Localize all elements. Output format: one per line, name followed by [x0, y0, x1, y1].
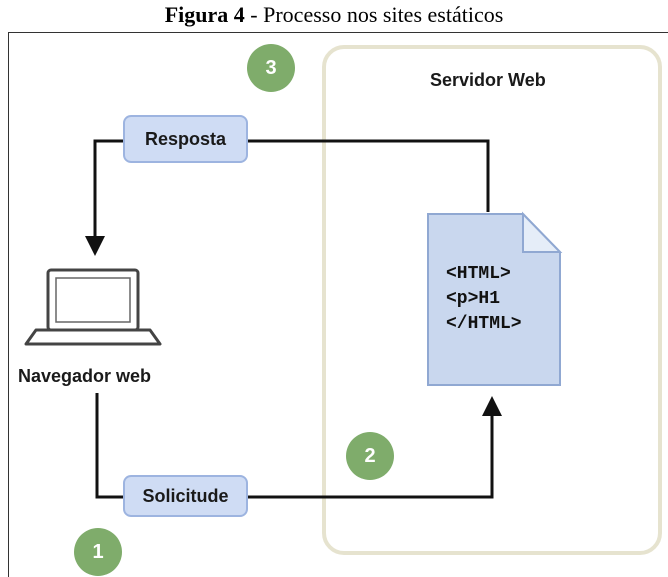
figure-caption: Figura 4 - Processo nos sites estáticos [0, 2, 668, 28]
response-arrowhead [85, 236, 105, 256]
document-line: <HTML> [446, 264, 511, 284]
request-arrow-line [248, 412, 494, 499]
document-content: <HTML> <p>H1 </HTML> [446, 262, 522, 337]
diagram-frame [8, 32, 668, 577]
laptop-icon [24, 268, 162, 346]
step-3-badge: 3 [247, 44, 295, 92]
figure-label: Figura 4 [164, 2, 245, 27]
request-connector [95, 393, 123, 499]
document-line: <p>H1 [446, 289, 501, 309]
step-1-badge: 1 [74, 528, 122, 576]
resposta-label: Resposta [123, 115, 248, 163]
web-server-title: Servidor Web [430, 70, 546, 90]
solicitude-label: Solicitude [123, 475, 248, 517]
document-line: </HTML> [446, 314, 522, 334]
figure-title: - Processo nos sites estáticos [244, 2, 504, 27]
step-2-badge: 2 [346, 432, 394, 480]
request-arrowhead [482, 396, 502, 416]
browser-label: Navegador web [18, 366, 152, 386]
document-icon [427, 211, 563, 386]
response-connector [248, 139, 490, 212]
response-arrow-line [93, 139, 123, 240]
